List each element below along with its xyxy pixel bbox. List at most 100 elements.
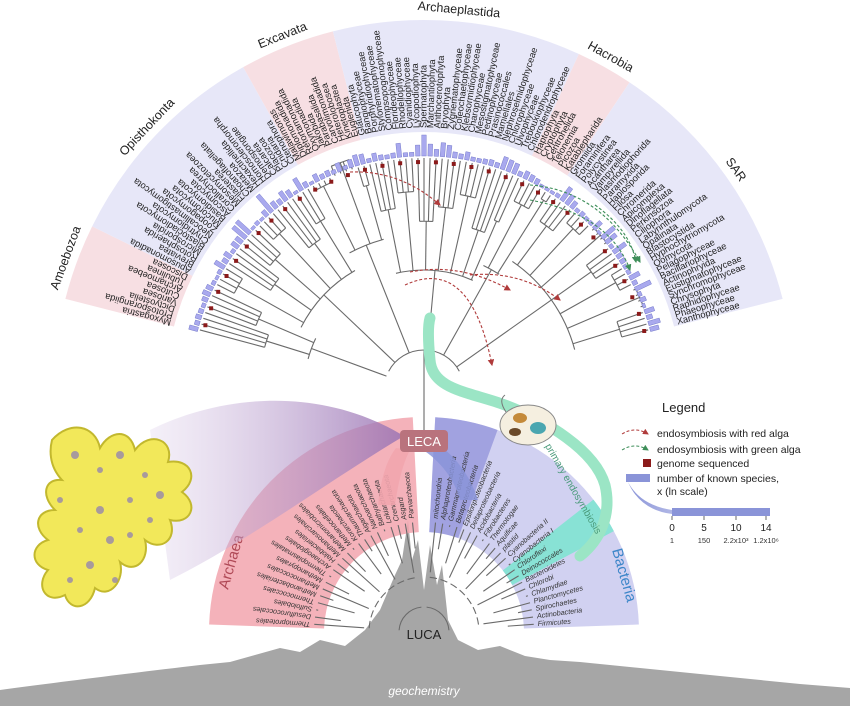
species-bar	[464, 152, 470, 161]
tree-branch	[433, 158, 436, 221]
tree-branch	[366, 186, 381, 240]
species-bar	[201, 303, 206, 309]
tree-branch	[517, 226, 546, 265]
scale-tick-label: 0	[669, 523, 675, 534]
species-bar	[309, 181, 314, 186]
species-bar	[649, 325, 659, 332]
species-bar	[259, 217, 264, 222]
tree-branch	[371, 536, 395, 580]
tree-branch	[202, 324, 266, 343]
tree-branch	[371, 610, 373, 617]
tree-branch	[381, 592, 386, 597]
tree-branch	[394, 160, 398, 193]
tree-branch	[460, 590, 465, 595]
red-endosymbiosis-arrow	[350, 172, 440, 205]
species-bar	[396, 143, 402, 157]
legend-red-arrow-icon	[622, 430, 648, 434]
scale-tick-sublabel: 1.2x10⁶	[753, 536, 779, 545]
tree-branch	[551, 272, 591, 300]
tree-branch	[488, 205, 521, 268]
genome-marker	[536, 191, 540, 195]
legend-species-line2: x (ln scale)	[657, 486, 708, 498]
species-bar	[347, 159, 354, 168]
legend-red-text: endosymbiosis with red alga	[657, 428, 789, 440]
species-bar	[488, 159, 494, 166]
genome-marker	[637, 312, 641, 316]
species-bar	[639, 296, 646, 302]
tree-branch	[467, 598, 471, 604]
scale-tick-sublabel: 2.2x10³	[723, 536, 749, 545]
species-bar	[293, 190, 298, 195]
tree-branch	[321, 221, 352, 272]
species-bar	[217, 269, 223, 275]
genome-marker	[283, 207, 287, 211]
tree-branch	[593, 259, 615, 274]
species-bar	[482, 159, 488, 165]
species-bar	[371, 153, 377, 162]
species-bar	[319, 173, 325, 179]
species-bar	[201, 296, 208, 302]
genome-marker	[398, 161, 402, 165]
luca-label: LUCA	[407, 627, 442, 642]
genome-marker	[520, 182, 524, 186]
tree-branch	[260, 226, 273, 239]
tree-branch	[590, 254, 612, 270]
tree-branch	[448, 160, 454, 208]
genome-marker	[363, 168, 367, 172]
species-bar	[494, 162, 500, 168]
scale-tick-label: 5	[701, 523, 707, 534]
species-bar	[189, 325, 199, 332]
tree-branch	[340, 163, 370, 244]
tree-branch	[273, 214, 285, 228]
species-bar	[555, 193, 561, 199]
red-endosymbiosis-arrow	[470, 274, 560, 300]
legend: Legend endosymbiosis with red alga endos…	[622, 400, 801, 545]
genome-marker	[234, 259, 238, 263]
legend-green-arrow-icon	[622, 446, 648, 450]
species-bar	[366, 158, 371, 163]
tree-branch	[453, 161, 461, 209]
tree-branch	[342, 558, 379, 592]
species-bar	[359, 154, 366, 165]
species-bar	[230, 248, 236, 254]
tree-branch	[266, 341, 309, 354]
tree-branch	[530, 229, 573, 276]
species-bar	[254, 220, 260, 226]
species-bar	[211, 280, 217, 286]
species-bar	[642, 303, 646, 308]
species-bar	[276, 198, 283, 205]
species-bar	[293, 177, 304, 191]
tree-branch	[541, 192, 545, 199]
tree-branch	[438, 208, 445, 271]
genome-marker	[346, 173, 350, 177]
species-bar	[215, 275, 220, 280]
tree-branch	[215, 290, 262, 312]
species-bar	[403, 153, 408, 157]
tree-branch	[324, 295, 395, 362]
legend-title: Legend	[662, 400, 705, 415]
tree-branch	[620, 285, 631, 291]
genome-marker	[452, 162, 456, 166]
species-bar	[428, 144, 433, 156]
scale-tick-label: 10	[730, 523, 742, 534]
tree-branch	[573, 329, 620, 343]
species-bar	[550, 190, 555, 195]
genome-marker-icon	[643, 459, 651, 467]
species-bar	[446, 145, 452, 157]
species-bar	[528, 174, 535, 182]
tree-branch	[358, 168, 364, 187]
amoeba-illustration	[35, 428, 192, 607]
tree-branch	[319, 183, 321, 187]
tree-branch	[457, 300, 552, 367]
species-bar	[622, 264, 628, 270]
tree-branch	[406, 192, 413, 270]
genome-marker	[469, 165, 473, 169]
species-bar	[608, 243, 614, 249]
tree-branch	[212, 296, 260, 317]
tree-branch	[205, 313, 268, 335]
genome-marker	[551, 200, 555, 204]
genome-marker	[329, 180, 333, 184]
tree-branch	[443, 159, 448, 207]
tree-branch	[279, 234, 330, 289]
